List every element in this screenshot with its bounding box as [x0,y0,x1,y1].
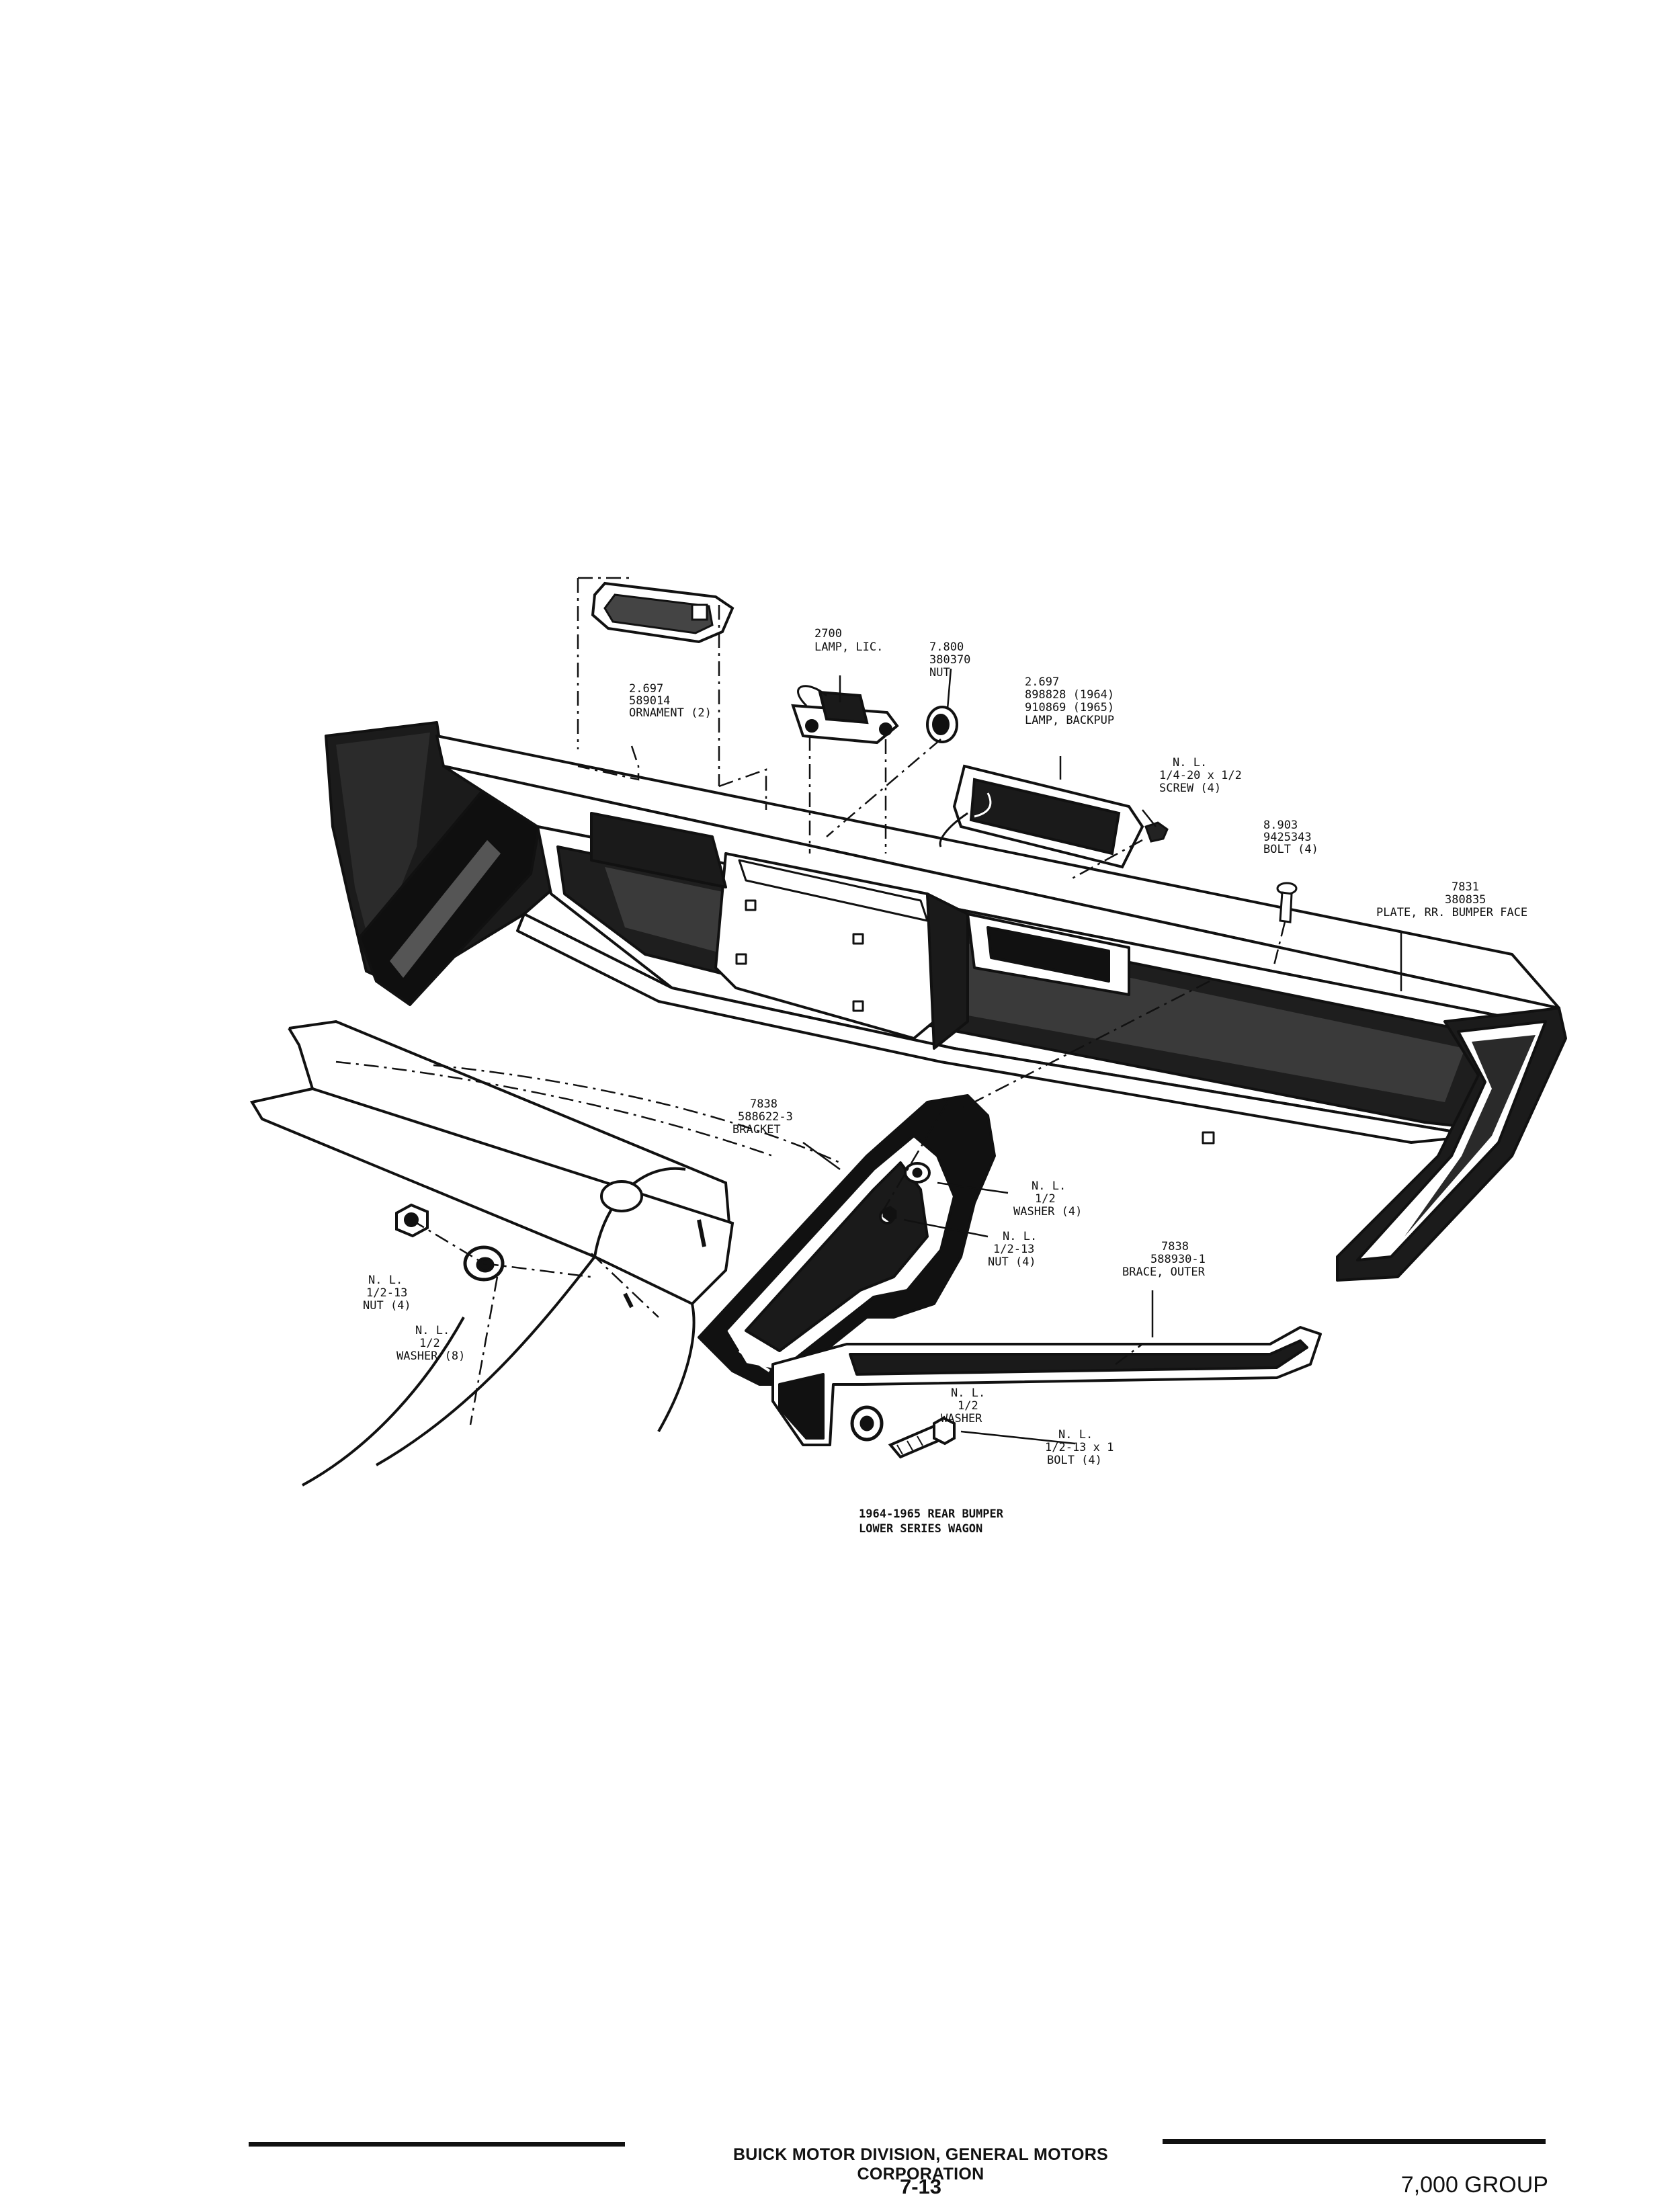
bracket-nut-label: N. L. 1/2-13 NUT (4) [988,1230,1044,1269]
license-lamp-label: 2700 LAMP, LIC. [814,627,883,654]
bracket-label: 7838 588622-3 BRACKET [732,1097,800,1136]
nut-380370-label: 7.800 380370 NUT [929,640,978,679]
bracket-washer-label: N. L. 1/2 WASHER (4) [1013,1179,1082,1218]
brace-label: 7838 588930-1 BRACE, OUTER [1122,1240,1212,1279]
frame-rail [249,1020,734,1487]
license-lamp-part [791,685,899,745]
backup-lamp-part [939,764,1144,869]
left-nut-label: N. L. 1/2-13 NUT (4) [363,1274,415,1313]
screw-part [1144,821,1169,843]
bracket-part [698,1094,996,1386]
nut-380370-part [926,706,958,743]
brace-bolt-part [888,1416,956,1459]
part-labels: 2.697 589014 ORNAMENT (2) 2700 LAMP, LIC… [363,627,1527,1467]
bracket-nut-washer [882,1167,923,1222]
outer-brace-part [771,1326,1322,1446]
svg-text:1964-1965 REAR BUMPER LO: 1964-1965 REAR BUMPER LOWER SERIES WAGON [859,1507,1010,1536]
ornament-part [591,581,734,644]
bumper-face-plate [325,721,1567,1282]
brace-washer-part [850,1405,884,1442]
plate-label: 7831 380835 PLATE, RR. BUMPER FACE [1376,880,1527,919]
assembly-lines [335,577,1286,1425]
backup-lamp-label: 2.697 898828 (1964) 910869 (1965) LAMP, … [1025,675,1121,727]
diagram-caption: 1964-1965 REAR BUMPER LOWER SERIES WAGON [859,1507,1010,1536]
brace-washer-label: N. L. 1/2 WASHER [941,1386,992,1425]
brace-bolt-label: N. L. 1/2-13 x 1 BOLT (4) [1045,1428,1121,1467]
bolt-9425343-part [1276,882,1298,923]
bolt-9425343-label: 8.903 9425343 BOLT (4) [1263,819,1318,856]
screw-label: N. L. 1/4-20 x 1/2 SCREW (4) [1159,756,1249,795]
ornament-label: 2.697 589014 ORNAMENT (2) [629,682,712,720]
leader-lines [802,668,1402,1445]
left-washer-label: N. L. 1/2 WASHER (8) [396,1324,465,1363]
